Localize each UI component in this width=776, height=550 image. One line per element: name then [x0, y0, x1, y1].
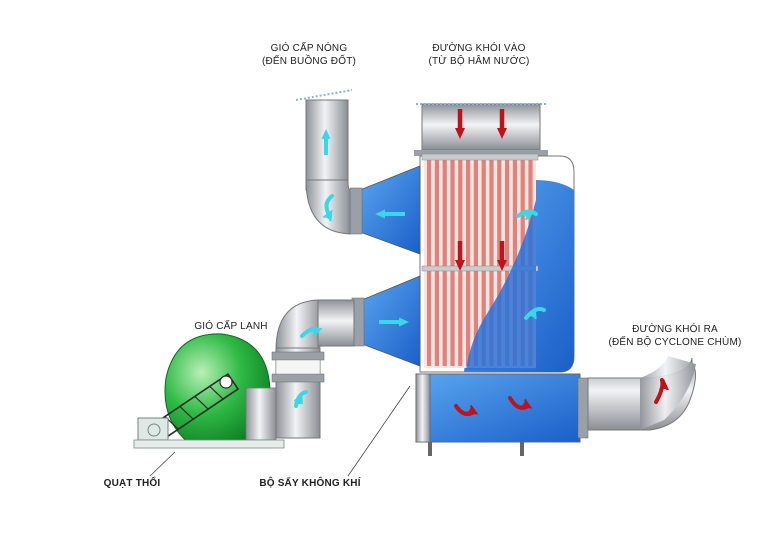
- air-right-arrow: [379, 317, 409, 327]
- hot-air-label: GIÓ CẤP NÓNG (ĐẾN BUỒNG ĐỐT): [254, 42, 364, 68]
- heat-tube: [505, 160, 510, 366]
- heat-tube: [450, 160, 455, 366]
- flue-out-label-line2: (ĐẾN BỘ CYCLONE CHÙM): [608, 337, 742, 348]
- flue-in-label: ĐƯỜNG KHÓI VÀO (TỪ BỘ HÂM NƯỚC): [414, 42, 544, 68]
- air-heater-label: BỘ SẤY KHÔNG KHÍ: [252, 477, 368, 490]
- heat-tube: [442, 160, 447, 366]
- cold-air-label: GIÓ CẤP LẠNH: [186, 320, 276, 333]
- flue-curve-arrow-head: [466, 404, 479, 415]
- hot-air-label-line1: GIÓ CẤP NÓNG: [270, 43, 348, 54]
- fan-label: QUẠT THỔI: [92, 477, 172, 490]
- air-elbow-arrow-head: [322, 209, 333, 222]
- flue-in-label-line2: (TỪ BỘ HÂM NƯỚC): [428, 56, 530, 67]
- flue-out-label: ĐƯỜNG KHÓI RA (ĐẾN BỘ CYCLONE CHÙM): [600, 323, 750, 349]
- flue-outlet-arrow-head: [659, 379, 669, 390]
- cold-air-label-text: GIÓ CẤP LẠNH: [194, 321, 268, 332]
- flue-down-arrow: [455, 241, 465, 271]
- leader-lines: [149, 385, 411, 477]
- fan-label-text: QUẠT THỔI: [103, 478, 161, 489]
- air-heater-label-text: BỘ SẤY KHÔNG KHÍ: [259, 478, 361, 489]
- air-rise-arrow-head: [527, 307, 537, 320]
- flue-outlet-box: [415, 356, 696, 456]
- flue-down-arrow: [455, 109, 465, 139]
- flue-down-arrow: [497, 241, 507, 271]
- air-turn-arrow: [516, 209, 538, 218]
- flue-down-arrow: [497, 109, 507, 139]
- heat-tube: [427, 160, 432, 366]
- heat-tube: [466, 160, 471, 366]
- heat-tube: [481, 160, 486, 366]
- air-fan-arrow-head: [293, 392, 303, 405]
- air-heater-body: [419, 153, 575, 373]
- flue-in-label-line1: ĐƯỜNG KHÓI VÀO: [432, 43, 526, 54]
- heat-tube: [434, 160, 439, 366]
- air-left-arrow: [375, 209, 405, 219]
- flue-out-label-line1: ĐƯỜNG KHÓI RA: [632, 324, 718, 335]
- flue-curve-arrow-head: [520, 398, 533, 409]
- air-turn-arrow-head: [522, 211, 535, 221]
- air-up-arrow: [321, 129, 331, 155]
- hot-air-duct: [295, 89, 421, 255]
- flue-inlet-duct: [414, 103, 548, 156]
- heat-tube: [473, 160, 478, 366]
- blower-fan: [133, 333, 285, 449]
- air-elbow-arrow-head: [310, 327, 323, 337]
- cold-air-duct: [271, 275, 421, 439]
- hot-air-label-line2: (ĐẾN BUỒNG ĐỐT): [261, 56, 357, 67]
- heat-tube: [489, 160, 494, 366]
- flow-arrows: [293, 109, 669, 416]
